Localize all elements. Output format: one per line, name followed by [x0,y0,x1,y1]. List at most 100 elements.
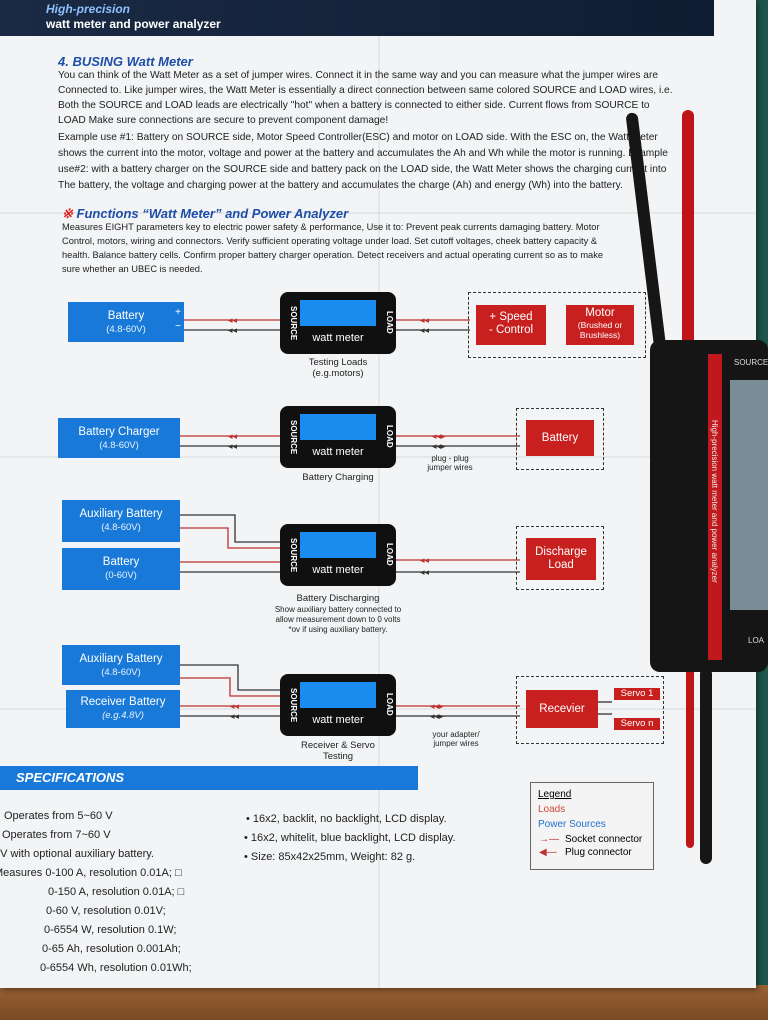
spec-line: Measures 0-100 A, resolution 0.01A; □ [0,867,182,879]
device-label: High-precision watt meter and power anal… [710,420,719,583]
note-line: your adapter/ [432,730,480,739]
load-label: LOAD [385,692,394,716]
svg-text:◂◂: ◂◂ [228,431,238,441]
device-source-label: SOURCE [734,358,768,367]
diagram-caption: Testing Loads (e.g.motors) [270,357,406,379]
meter-label: watt meter [312,332,364,344]
svg-text:◂◂▸: ◂◂▸ [432,441,446,451]
section-line: Both the SOURCE and LOAD leads are elect… [58,100,650,111]
source-name: Receiver Battery [80,696,166,708]
source-label: SOURCE [289,687,298,723]
svg-text:◂◂: ◂◂ [228,315,238,325]
spec-line: 0V with optional auxiliary battery. [0,848,154,860]
load-group-outline [516,408,604,470]
section-line: LOAD Make sure connections are secure to… [58,115,389,126]
servo-1-box: Servo 1 [614,688,660,700]
source-label: SOURCE [289,419,298,455]
legend-power: Power Sources [538,819,606,830]
svg-text:◂◂: ◂◂ [228,325,238,335]
red-cable [682,110,694,354]
functions-line: Measures EIGHT parameters key to electri… [62,222,600,232]
fold-line [378,0,380,988]
adapter-note: your adapter/ jumper wires [414,730,498,748]
svg-text:◂◂▸: ◂◂▸ [430,711,444,721]
note-line: plug - plug [431,454,469,463]
battery-source-box: Battery (4.8-60V) + − [68,302,184,342]
svg-text:◂◂: ◂◂ [230,701,240,711]
spec-line: • 16x2, whitelit, blue backlight, LCD di… [244,832,456,844]
caption-line: Receiver & Servo [301,740,375,751]
spec-line: 0-150 A, resolution 0.01A; □ [48,886,185,898]
reference-mark-icon: ※ [62,206,73,221]
watt-meter-diagram: SOURCE watt meter LOAD [280,292,396,354]
legend-loads: Loads [538,804,566,815]
functions-title: ※ Functions “Watt Meter” and Power Analy… [62,206,348,222]
esc-line: + Speed [489,311,533,323]
source-range: (0-60V) [105,570,137,581]
battery-charger-box: Battery Charger (4.8-60V) [58,418,180,458]
source-name: Auxiliary Battery [79,653,163,665]
spec-line: 0-6554 Wh, resolution 0.01Wh; [40,962,192,974]
caption-line: Battery Discharging [296,593,380,604]
meter-label: watt meter [312,564,364,576]
section-line: The battery, the voltage and charging po… [58,180,623,191]
caption-line: Testing Loads [308,357,368,368]
caption-line: *ov if using auxiliary battery. [288,625,388,634]
load-group-outline [516,676,664,744]
functions-line: Control, motors, wiring and connectors. … [62,236,598,246]
meter-screen [300,414,376,440]
spec-line: • 16x2, backlit, no backlight, LCD displ… [246,813,447,825]
svg-text:◂◂: ◂◂ [230,711,240,721]
auxiliary-battery-box: Auxiliary Battery (4.8-60V) [62,645,180,685]
caption-line: Testing [322,751,354,762]
functions-line: sure whether an UBEC is needed. [62,264,203,274]
esc-line: - Control [488,324,534,336]
device-load-label: LOA [748,636,765,645]
source-name: Battery [107,310,145,322]
load-group-outline [468,292,646,358]
section-line: shows the current into the motor, voltag… [58,148,668,159]
source-name: Battery [102,556,140,568]
watt-meter-device: High-precision watt meter and power anal… [650,340,768,672]
spec-line: Operates from 5~60 V [4,810,113,822]
battery-source-box: Battery (0-60V) [62,548,180,590]
section-line: use#2: with a battery charger on the SOU… [58,164,667,175]
legend-box: Legend Loads Power Sources →— Socket con… [530,782,654,870]
source-range: (e.g.4.8V) [102,710,144,721]
motor-line: Motor [585,307,615,319]
plug-arrow-icon: ◀— [539,847,557,858]
spec-line: Operates from 7~60 V [2,829,111,841]
diagram-caption: Battery Charging [302,472,374,483]
functions-title-text: Functions “Watt Meter” and Power Analyze… [76,206,349,221]
load-line: Load [548,559,574,571]
discharge-load-box: Discharge Load [526,538,596,580]
wiring-diagram: ◂◂◂◂ ◂◂◂◂ ◂◂◂◂ ◂◂▸◂◂▸ ◂◂◂◂ ◂◂◂◂ ◂◂▸◂◂▸ [180,315,612,721]
svg-text:◂◂: ◂◂ [420,555,430,565]
device-red-trim [708,354,722,660]
source-name: Auxiliary Battery [79,508,163,520]
legend-plug: Plug connector [565,847,632,858]
header-banner: High-precision watt meter and power anal… [0,0,714,36]
socket-arrow-icon: →— [539,834,559,845]
watt-meter-diagram: SOURCE watt meter LOAD [280,524,396,586]
legend-socket: Socket connector [565,834,643,845]
diagram-caption: Battery Discharging Show auxiliary batte… [256,592,420,635]
source-range: (4.8-60V) [101,522,141,533]
meter-screen [300,682,376,708]
jumper-note: plug - plug jumper wires [410,454,490,472]
source-label: SOURCE [289,305,298,341]
svg-text:◂◂: ◂◂ [420,315,430,325]
svg-text:◂◂: ◂◂ [420,325,430,335]
caption-line: Show auxiliary battery connected to [274,605,402,614]
load-label: LOAD [385,424,394,448]
spec-line: • Size: 85x42x25mm, Weight: 82 g. [244,851,416,863]
black-cable [700,668,712,864]
section-line: You can think of the Watt Meter as a set… [58,70,659,81]
source-range: (4.8-60V) [101,667,141,678]
section-title: 4. BUSING Watt Meter [58,54,193,69]
caption-line: allow measurement down to 0 volts [275,615,401,624]
battery-load-box: Battery [526,420,594,456]
source-range: (4.8-60V) [106,324,146,335]
source-label: SOURCE [289,537,298,573]
meter-label: watt meter [312,714,364,726]
